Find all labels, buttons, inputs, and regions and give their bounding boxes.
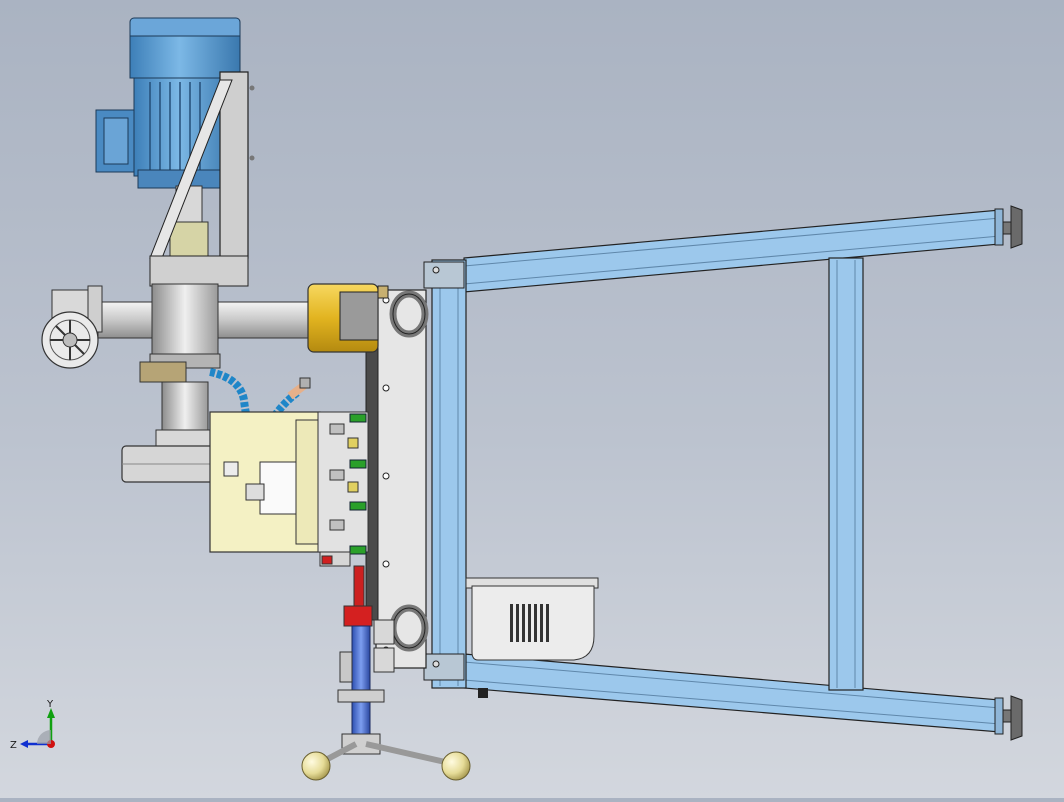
frame-middle-brace: [828, 257, 864, 691]
slide-clamps: [317, 411, 369, 567]
support-frame: [423, 205, 1023, 741]
handle-ball-left: [301, 751, 331, 781]
vent-slots: [510, 604, 549, 642]
y-axis-label: Y: [46, 699, 54, 710]
spindle-housing: [121, 283, 223, 483]
z-axis-label: Z: [10, 740, 17, 751]
axis-triad[interactable]: Y Z: [6, 698, 70, 756]
horizontal-arm: [97, 283, 389, 353]
frame-left-column: [431, 259, 467, 689]
leveling-foot-bottom: [1002, 695, 1023, 741]
frame-bottom-arm: [463, 653, 1001, 733]
mounting-plate: [365, 289, 429, 669]
work-plate: [209, 411, 325, 553]
lifting-eye-top: [389, 290, 429, 338]
handwheel-gearbox: [41, 285, 103, 369]
height-adjuster: [301, 565, 471, 781]
electric-motor: [95, 17, 241, 259]
handle-ball-right: [441, 751, 471, 781]
leveling-foot-top: [1002, 205, 1023, 249]
control-box: [465, 577, 599, 698]
frame-top-arm: [463, 209, 1001, 293]
motor-bracket: [149, 71, 255, 287]
